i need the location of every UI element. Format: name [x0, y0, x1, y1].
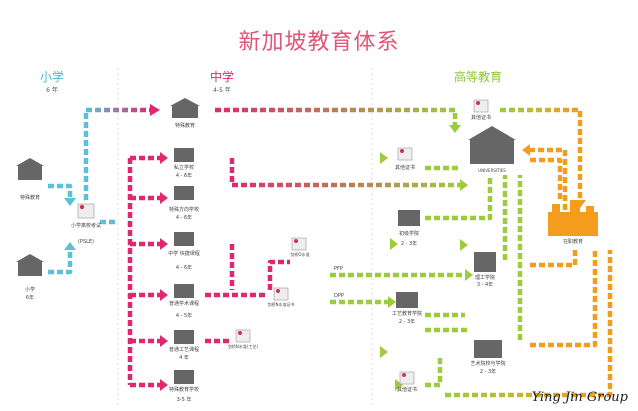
label-na-years: 4 - 5年 — [175, 313, 193, 319]
label-pfp: PFP — [334, 266, 343, 272]
label-private-school: 私立学校 — [173, 165, 195, 171]
label-arts: 艺术院校与学院 — [470, 361, 506, 367]
label-continuing: 在职教育 — [562, 239, 584, 245]
building-poly-icon — [474, 252, 496, 272]
arrow-continuing-uni — [530, 147, 568, 210]
label-jc-years: 2 - 3年 — [400, 241, 418, 247]
label-ite-years: 2 - 3年 — [398, 319, 416, 325]
label-express: 中学 快捷课程 — [168, 251, 200, 257]
label-poly-years: 3 - 4年 — [476, 282, 494, 288]
label-jc: 初级学院 — [398, 231, 420, 237]
label-cert-bottom: 其他证书 — [396, 387, 418, 393]
stage-primary-heading: 小学 — [39, 70, 65, 84]
label-cert-top: 其他证书 — [470, 115, 492, 121]
arrow-top-orange — [500, 107, 583, 200]
arrow-cert-bottom — [425, 355, 443, 388]
arrow-arts-continuing — [530, 250, 598, 348]
label-small-nt: 剑桥N水准(工艺) — [227, 344, 259, 349]
certificate-psle-icon — [77, 203, 95, 219]
certificate-mid-icon — [397, 147, 413, 161]
building-nt-icon — [174, 330, 194, 344]
label-independent-years: 4 - 6年 — [175, 215, 193, 221]
arrowheads — [64, 104, 586, 391]
stage-secondary-years: 4-5 年 — [213, 87, 231, 94]
label-specialised-years: 3-5 年 — [176, 397, 192, 403]
building-na-icon — [174, 284, 194, 298]
arrow-o-up — [267, 259, 290, 290]
arrow-special-to-psle — [48, 183, 73, 198]
label-dpp: DPP — [334, 293, 344, 299]
arrow-jc-uni — [425, 175, 493, 221]
label-special-ed-mid: 特殊教育 — [174, 123, 196, 129]
building-special-ed-mid-icon — [170, 98, 200, 118]
stage-primary-years: 6 年 — [46, 87, 58, 94]
arrow-primary-to-psle — [48, 250, 73, 275]
watermark-logo: Ying Jin Group — [531, 390, 628, 405]
stage-tertiary-heading: 高等教育 — [453, 70, 503, 84]
label-independent: 特殊方向学校 — [168, 207, 200, 213]
certificate-nt-icon — [235, 329, 251, 343]
arrow-psle-up — [83, 107, 150, 200]
building-jc-icon — [398, 210, 420, 226]
label-specialised: 特殊教育学校 — [168, 387, 200, 393]
building-arts-icon — [474, 340, 502, 358]
label-psle-abbr: (PSLE) — [77, 239, 95, 245]
label-psle: 小学离校考试 — [70, 223, 102, 229]
label-ite: 工艺教育学院 — [391, 311, 423, 317]
arrow-private-uni — [229, 158, 460, 188]
building-express-icon — [174, 232, 194, 246]
label-express-years: 4 - 6年 — [175, 265, 193, 271]
label-small-o: 剑桥O水准 — [290, 252, 310, 257]
arrow-uni-continuing — [530, 157, 563, 200]
label-private-years: 4 - 6年 — [175, 173, 193, 179]
label-na: 普通学术课程 — [168, 301, 200, 307]
label-nt: 普通工艺课程 — [168, 347, 200, 353]
building-ite-icon — [396, 292, 418, 308]
arrow-bottom-orange — [445, 250, 613, 398]
building-specialised-icon — [174, 370, 194, 384]
building-continuing-icon — [548, 200, 598, 236]
building-university-icon — [468, 126, 516, 164]
certificate-top-icon — [473, 99, 489, 113]
label-special-ed-left: 特殊教育 — [19, 195, 41, 201]
label-nt-years: 4 年 — [179, 355, 189, 361]
building-independent-icon — [174, 186, 194, 200]
certificate-n-icon — [273, 287, 289, 301]
label-universities: UNIVERSITIES — [478, 168, 506, 173]
label-small-n: 剑桥N水准证书 — [267, 302, 295, 307]
label-primary-school: 小学 — [24, 287, 36, 293]
arrow-special-top — [215, 107, 458, 125]
label-cert-mid: 其他证书 — [394, 165, 416, 171]
stage-secondary-heading: 中学 — [209, 70, 235, 84]
building-special-ed-left-icon — [16, 158, 44, 180]
arrow-poly-continuing — [530, 250, 578, 268]
page-title: 新加坡教育体系 — [238, 30, 400, 55]
building-primary-icon — [16, 254, 44, 276]
building-private-icon — [174, 148, 194, 162]
certificate-o-icon — [291, 237, 307, 251]
label-arts-years: 2 - 3年 — [479, 369, 497, 375]
label-poly: 理工学院 — [474, 275, 496, 281]
label-primary-years: 6年 — [25, 295, 35, 301]
certificate-bottom-icon — [399, 371, 415, 385]
